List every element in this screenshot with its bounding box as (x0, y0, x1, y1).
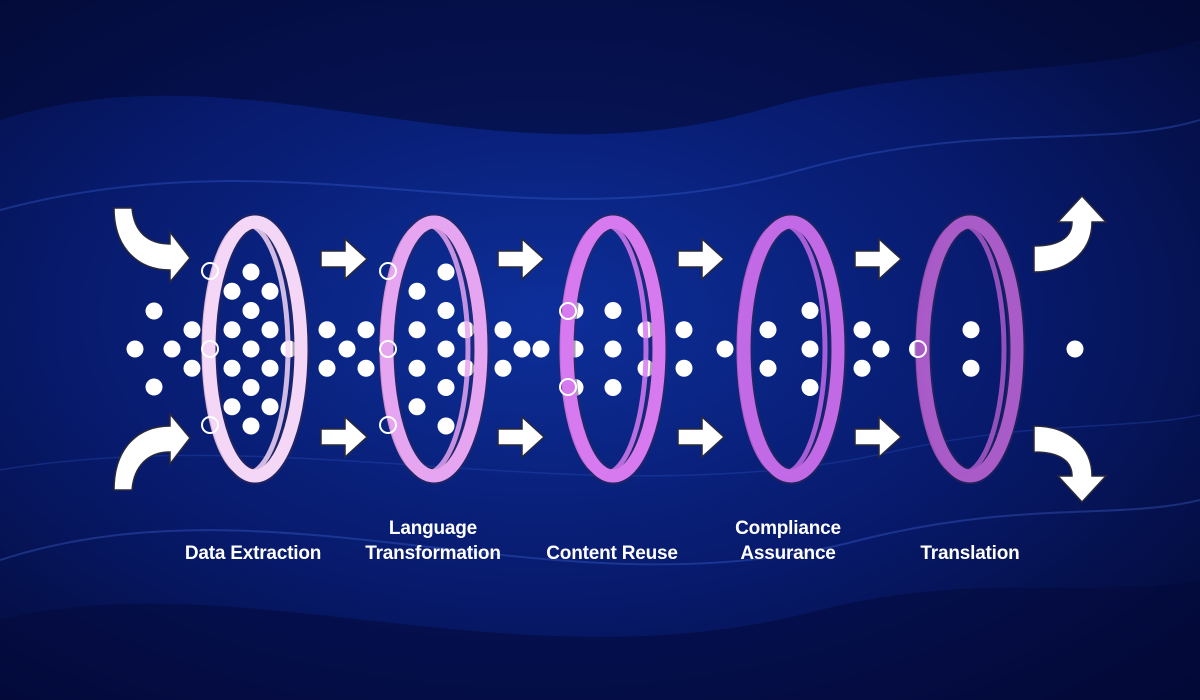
flow-dot (801, 379, 819, 396)
flow-dot (675, 359, 693, 377)
flow-dot (357, 321, 375, 339)
entry-dot (201, 262, 219, 280)
stage-ring-5 (909, 213, 1026, 485)
input-dot (145, 302, 163, 320)
flow-dot (261, 398, 279, 416)
flow-dot (223, 282, 241, 300)
right-arrow-icon (497, 415, 546, 459)
flow-dot (318, 321, 336, 339)
flow-dot (716, 340, 734, 358)
stage-ring-1 (200, 213, 310, 485)
stage-ring-3 (558, 213, 668, 485)
flow-dot (437, 417, 455, 435)
flow-dot (853, 359, 871, 377)
flow-dot (242, 379, 260, 396)
flow-dot (801, 302, 819, 319)
entry-dot (201, 416, 219, 434)
flow-dot (357, 359, 375, 377)
entry-dot (379, 416, 397, 434)
flow-dot (437, 263, 455, 281)
flow-dot (242, 417, 260, 435)
flow-dot (494, 359, 512, 377)
input-dot (183, 321, 201, 339)
curved-arrow-out-icon (1033, 425, 1108, 504)
flow-dot (437, 340, 455, 358)
flow-dot (604, 302, 622, 319)
right-arrow-icon (320, 415, 369, 459)
flow-dot (338, 340, 356, 358)
curved-arrow-out-icon (1033, 194, 1108, 273)
flow-dot (962, 321, 980, 339)
stage-label-line: Language (388, 518, 478, 539)
stage-label-3: Content Reuse (517, 541, 707, 566)
stage-label-line: Compliance (735, 518, 841, 539)
background-wave (0, 499, 1200, 566)
stage-label-5: Translation (875, 541, 1065, 566)
stage-label-line: Content Reuse (546, 543, 678, 564)
right-arrow-icon (854, 415, 903, 459)
stage-label-1: Data Extraction (158, 541, 348, 566)
flow-dot (437, 379, 455, 396)
flow-dot (604, 340, 622, 358)
stage-ring-2 (378, 213, 490, 485)
entry-dot (201, 340, 219, 358)
flow-dot (801, 340, 819, 358)
right-arrow-icon (677, 415, 726, 459)
flow-dot (532, 340, 550, 358)
flow-dot (604, 379, 622, 396)
input-dot (145, 378, 163, 396)
input-dot (163, 340, 181, 358)
flow-dot (318, 359, 336, 377)
stage-ring-4 (735, 213, 847, 485)
flow-dot (408, 321, 426, 339)
entry-dot (559, 378, 577, 396)
input-dot (126, 340, 144, 358)
flow-dot (437, 302, 455, 319)
right-arrow-icon (677, 237, 726, 281)
flow-dot (408, 398, 426, 416)
background-wave (0, 119, 1200, 211)
flow-dot (223, 398, 241, 416)
background-wave (0, 0, 1200, 135)
stage-label-line: Assurance (740, 543, 836, 564)
entry-dot (379, 262, 397, 280)
entry-dot (559, 302, 577, 320)
flow-dot (759, 321, 777, 339)
input-dot (183, 359, 201, 377)
stage-label-line: Transformation (365, 543, 501, 564)
stage-label-line: Translation (920, 543, 1020, 564)
flow-dot (408, 282, 426, 300)
background-wave (0, 580, 1200, 700)
stage-label-line: Data Extraction (184, 543, 322, 564)
curved-arrow-in-icon (113, 207, 191, 285)
flow-dot (408, 359, 426, 377)
flow-dot (962, 359, 980, 377)
right-arrow-icon (320, 237, 369, 281)
right-arrow-icon (854, 237, 903, 281)
flow-dot (494, 321, 512, 339)
flow-dot (853, 321, 871, 339)
right-arrow-icon (497, 237, 546, 281)
flow-dot (261, 282, 279, 300)
flow-dot (242, 340, 260, 358)
flow-dot (223, 321, 241, 339)
flow-dot (261, 321, 279, 339)
entry-dot (379, 340, 397, 358)
flow-dot (759, 359, 777, 377)
flow-dot (242, 302, 260, 319)
flow-dot (223, 359, 241, 377)
flow-dot (872, 340, 890, 358)
flow-dot (675, 321, 693, 339)
curved-arrow-in-icon (113, 411, 191, 491)
entry-dot (909, 340, 927, 358)
flow-dot (242, 263, 260, 281)
flow-dot (513, 340, 531, 358)
flow-dot (261, 359, 279, 377)
flow-dot (1066, 340, 1084, 358)
